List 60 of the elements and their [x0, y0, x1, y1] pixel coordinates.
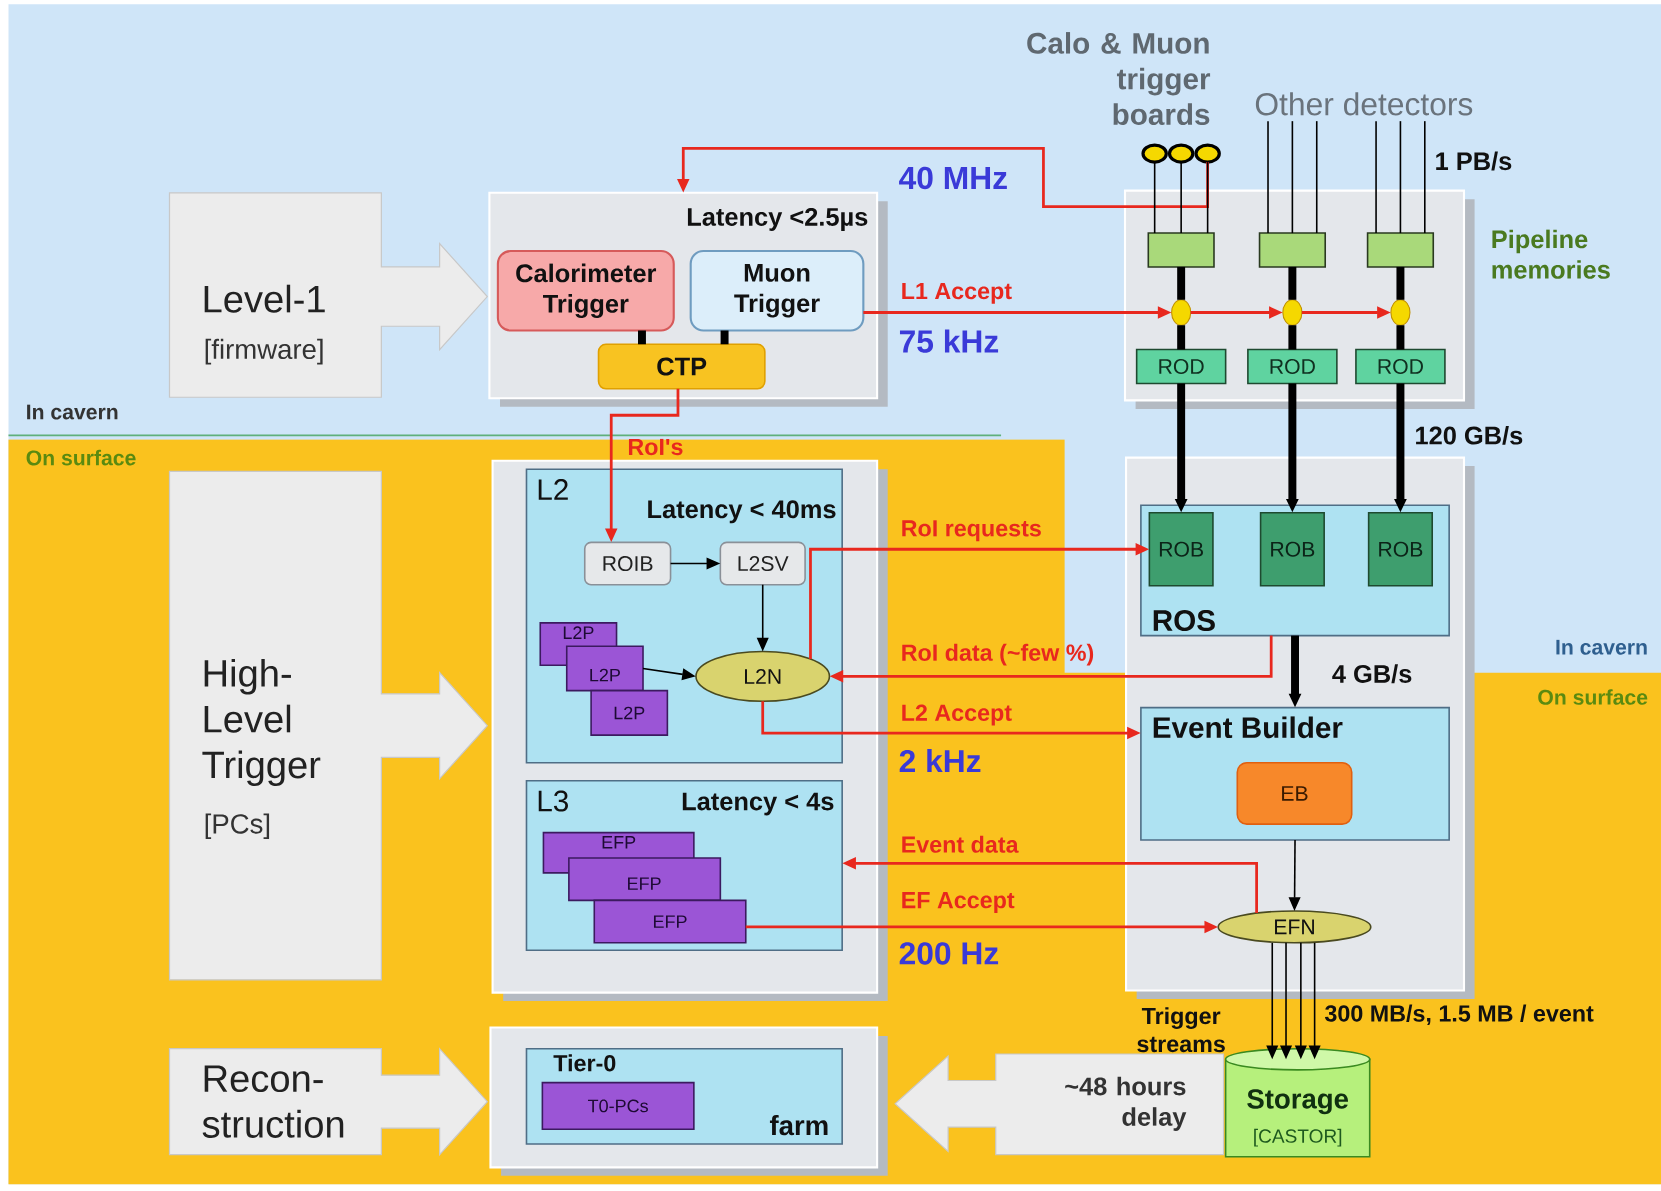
text-label: 4 GB/s: [1332, 664, 1412, 684]
edge-label: L2 Accept: [902, 704, 1012, 726]
connector-line: [1424, 120, 1426, 234]
connector-line: [1267, 120, 1269, 234]
text-label: 75 kHz: [899, 329, 999, 353]
memory-box: [1366, 232, 1435, 268]
text-label: In cavern: [27, 404, 118, 420]
processor-box: EFP: [593, 899, 747, 944]
trigger-box: Calorimeter Trigger: [496, 250, 675, 332]
connector-line: [1206, 161, 1209, 234]
buffer-box: ROB: [1148, 512, 1214, 587]
processor-box: T0-PCs: [541, 1082, 695, 1131]
text-label: Other detectors: [1255, 92, 1473, 116]
text-label: 2 kHz: [899, 749, 981, 773]
text-label: 40 MHz: [899, 166, 1007, 190]
memory-box: [1147, 232, 1215, 268]
connector-line: [1315, 120, 1318, 234]
connector-ellipse: [1167, 143, 1195, 164]
junction-dot: [1282, 299, 1303, 326]
text-label: 200 Hz: [899, 942, 999, 965]
edge-label: EF Accept: [902, 892, 1015, 914]
processor-box: EFP: [568, 857, 722, 902]
module-box: ROD: [1247, 348, 1338, 385]
edge-label: RoI's: [628, 439, 683, 456]
text-label: 300 MB/s, 1.5 MB / event: [1324, 1004, 1594, 1026]
text-label: 1 PB/s: [1436, 151, 1512, 171]
junction-dot: [1390, 299, 1411, 326]
processor-box: L2P: [565, 645, 644, 692]
junction-dot: [1171, 299, 1192, 326]
memory-box: [1258, 232, 1326, 268]
connector-ellipse: [1141, 143, 1168, 164]
text-label: Trigger streams: [1137, 1007, 1225, 1053]
text-label: Calo & Muon trigger boards: [1027, 32, 1211, 126]
connector-line: [1375, 120, 1377, 234]
text-label: In cavern: [1556, 640, 1647, 655]
edge-label: L1 Accept: [902, 283, 1012, 304]
edge-label: RoI data (~few %): [902, 644, 1094, 666]
text-label: On surface: [1538, 689, 1648, 705]
connector-ellipse: [1194, 143, 1221, 164]
trigger-box: Muon Trigger: [689, 250, 865, 332]
connector-line: [1153, 161, 1156, 234]
arrow: [677, 147, 1209, 209]
side-label: Pipeline memories: [1492, 229, 1610, 279]
storage-cylinder: Storage [CASTOR]: [1224, 1048, 1371, 1158]
module-box: L2SV: [719, 541, 806, 586]
connector-line: [1291, 120, 1294, 234]
builder-box: EB: [1236, 762, 1353, 826]
text-label: On surface: [26, 450, 136, 466]
buffer-box: ROB: [1367, 512, 1433, 587]
module-box: ROD: [1355, 348, 1446, 385]
text-label: 120 GB/s: [1416, 426, 1523, 445]
connector-line: [1399, 120, 1402, 234]
processor-box: L2P: [590, 690, 669, 737]
edge-label: RoI requests: [902, 520, 1041, 542]
buffer-box: ROB: [1259, 512, 1325, 587]
edge-label: Event data: [902, 835, 1019, 853]
processor-box: CTP: [597, 343, 766, 390]
module-box: ROD: [1135, 348, 1227, 385]
connector-line: [1180, 161, 1182, 234]
module-box: ROIB: [583, 541, 672, 586]
